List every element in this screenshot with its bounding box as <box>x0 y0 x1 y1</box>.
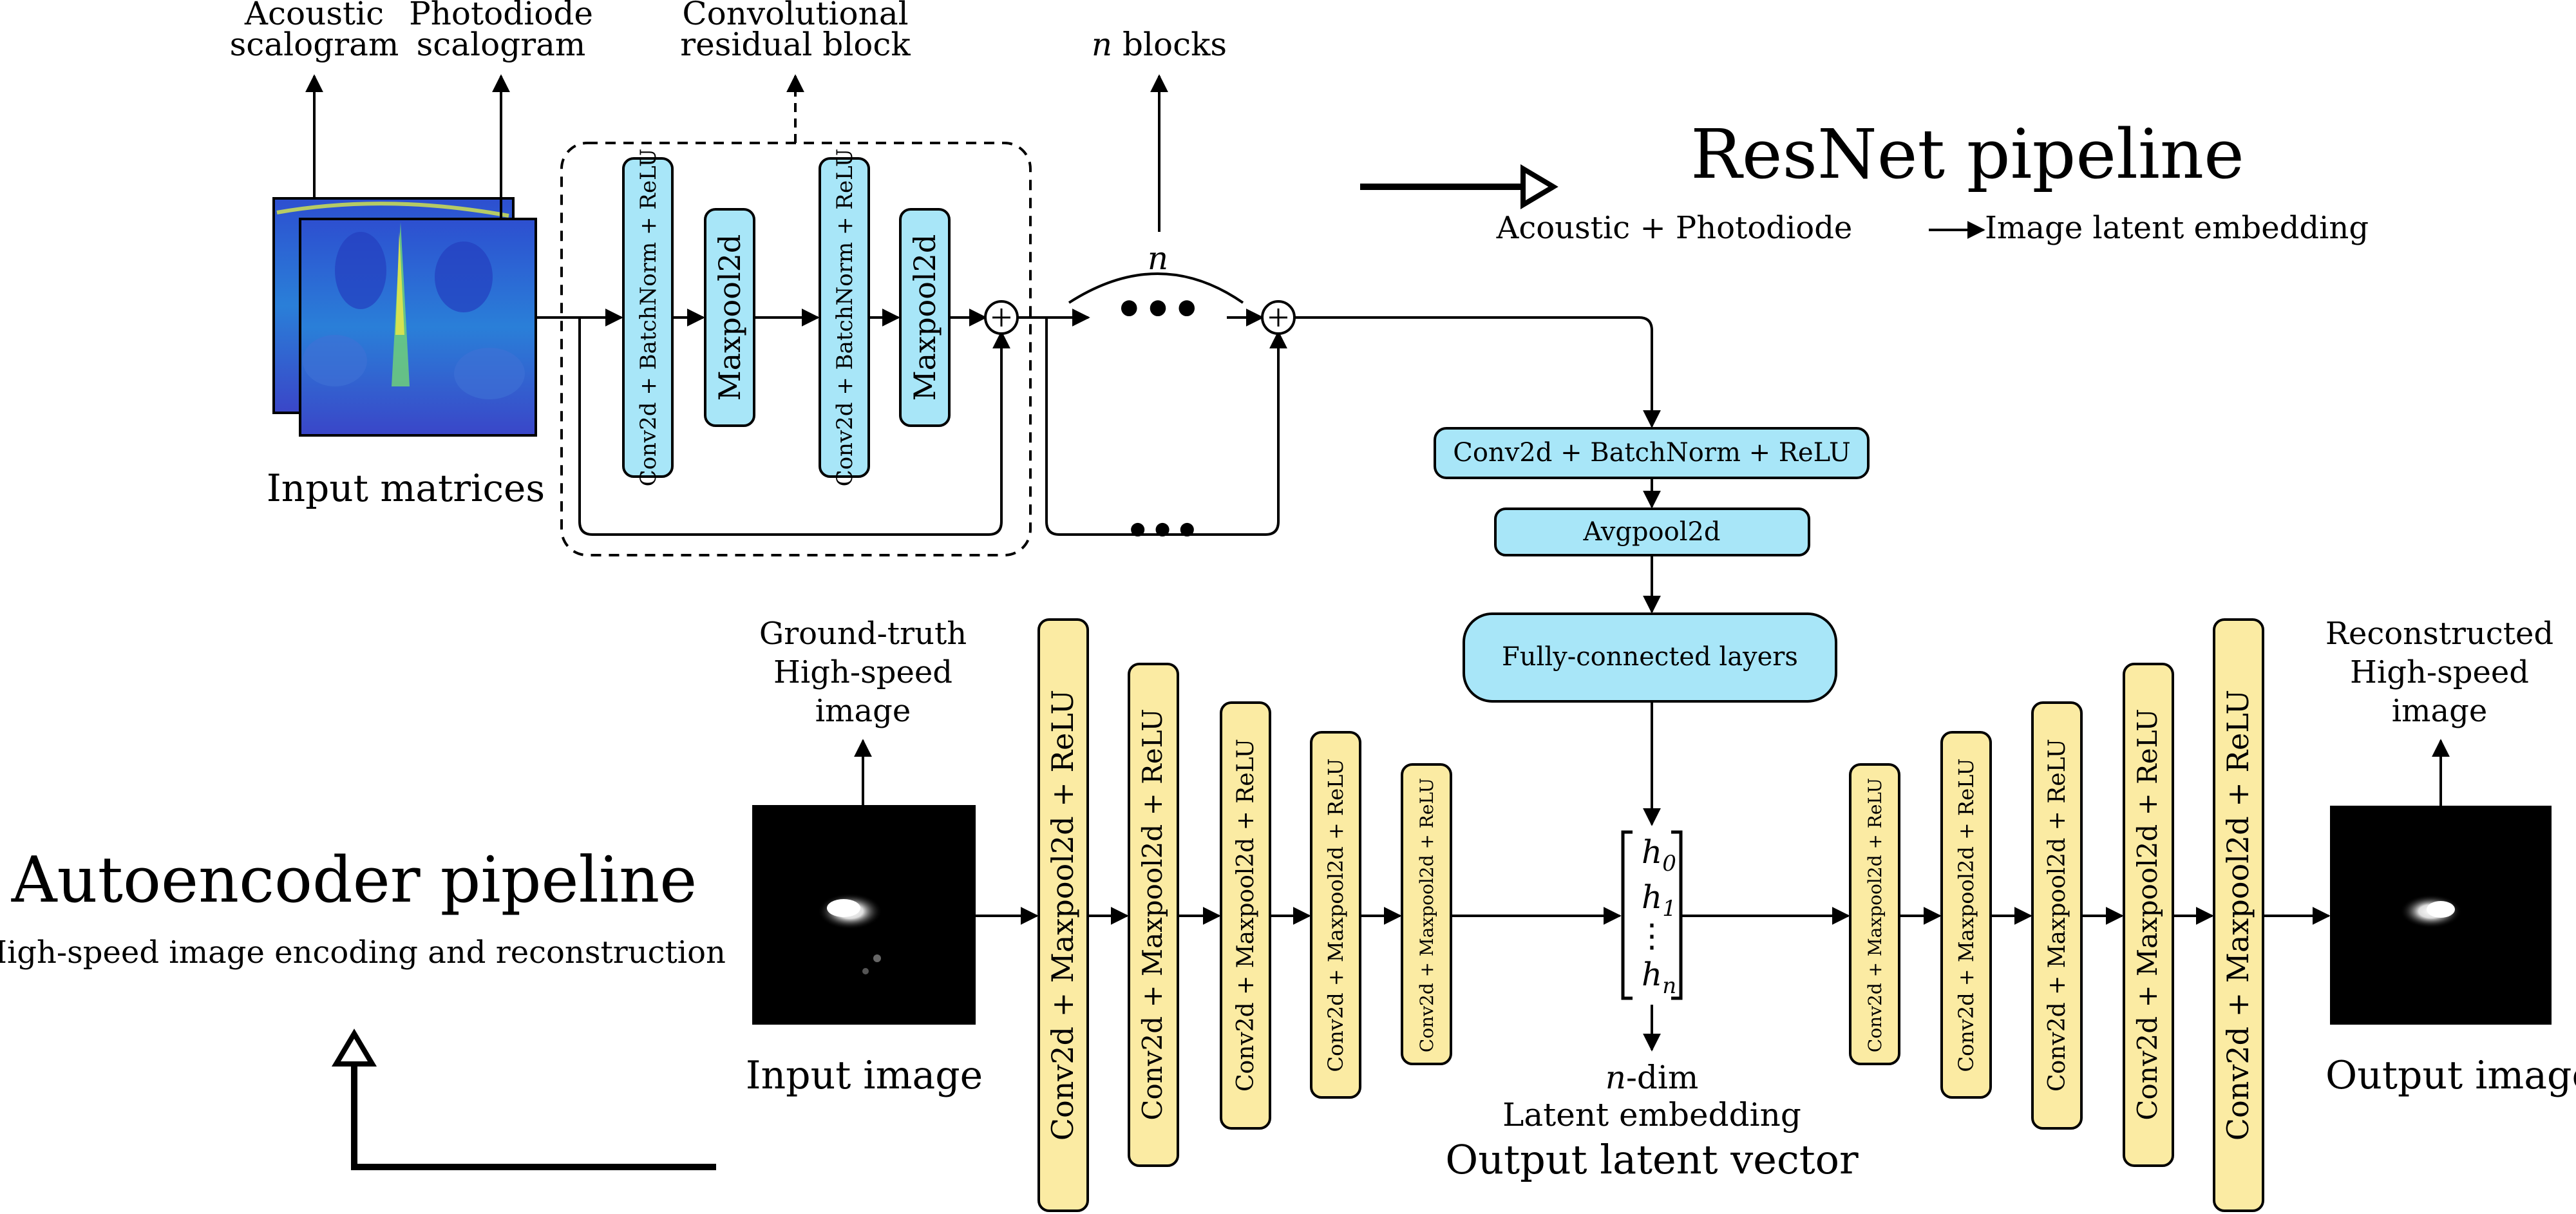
resnet-block-3-label: Conv2d + BatchNorm + ReLU <box>832 149 858 487</box>
acoustic-label-line2: scalogram <box>230 26 399 63</box>
decoder-layer-5: Conv2d + Maxpool2d + ReLU <box>2213 618 2264 1212</box>
latent-dots: ⋮ <box>1636 917 1668 954</box>
n-blocks-arc <box>1068 272 1244 304</box>
head-conv-label: Conv2d + BatchNorm + ReLU <box>1453 438 1850 468</box>
photodiode-scalogram-image <box>299 218 537 437</box>
autoencoder-title: Autoencoder pipeline <box>11 844 697 917</box>
encoder-layer-3: Conv2d + Maxpool2d + ReLU <box>1220 701 1271 1130</box>
decoder-layer-2-label: Conv2d + Maxpool2d + ReLU <box>1954 758 1978 1072</box>
output-image <box>2330 806 2552 1025</box>
gt-label-line2: High-speed <box>773 654 952 690</box>
gt-label-line1: Ground-truth <box>759 616 967 652</box>
n-blocks-ellipsis: ••• <box>1115 283 1201 336</box>
encoder-layer-1-label: Conv2d + Maxpool2d + ReLU <box>1045 690 1080 1141</box>
resnet-subtitle-right: Image latent embedding <box>1985 210 2369 246</box>
residual-label-line2: residual block <box>680 26 911 63</box>
gt-label-line3: image <box>815 693 911 729</box>
residual-skip-connection <box>578 318 1010 536</box>
resnet-maxpool-block-2: Maxpool2d <box>899 208 951 427</box>
rec-label-line3: image <box>2392 693 2488 729</box>
autoencoder-subtitle: High-speed image encoding and reconstruc… <box>0 934 726 971</box>
resnet-maxpool-block-1: Maxpool2d <box>704 208 755 427</box>
encoder-layer-4: Conv2d + Maxpool2d + ReLU <box>1310 731 1361 1099</box>
output-image-label: Output image <box>2325 1053 2576 1098</box>
residual-label-line1: Convolutional <box>682 0 908 32</box>
encoder-layer-3-label: Conv2d + Maxpool2d + ReLU <box>1233 739 1259 1092</box>
encoder-layer-4-label: Conv2d + Maxpool2d + ReLU <box>1323 758 1348 1072</box>
decoder-layer-5-label: Conv2d + Maxpool2d + ReLU <box>2221 690 2255 1141</box>
resnet-title: ResNet pipeline <box>1690 115 2244 194</box>
photodiode-label-line2: scalogram <box>417 26 586 63</box>
encoder-layer-1: Conv2d + Maxpool2d + ReLU <box>1037 618 1089 1212</box>
decoder-layer-2: Conv2d + Maxpool2d + ReLU <box>1940 731 1992 1099</box>
resnet-head-fc: Fully-connected layers <box>1463 612 1837 703</box>
latent-dim-label: n-dim <box>1605 1059 1699 1096</box>
resnet-head-avgpool: Avgpool2d <box>1494 507 1810 556</box>
input-matrices-label: Input matrices <box>267 466 545 510</box>
decoder-layer-3: Conv2d + Maxpool2d + ReLU <box>2031 701 2083 1130</box>
latent-h0: h0 <box>1642 833 1676 877</box>
decoder-layer-4-label: Conv2d + Maxpool2d + ReLU <box>2132 708 2163 1120</box>
acoustic-label-line1: Acoustic <box>244 0 384 32</box>
photodiode-label-line1: Photodiode <box>409 0 593 32</box>
encoder-layer-2-label: Conv2d + Maxpool2d + ReLU <box>1137 708 1168 1120</box>
n-arc-label: n <box>1148 240 1168 277</box>
n-blocks-label: n blocks <box>1092 26 1227 63</box>
encoder-layer-2: Conv2d + Maxpool2d + ReLU <box>1128 663 1179 1167</box>
resnet-block-2-label: Maxpool2d <box>712 234 747 401</box>
rec-label-line2: High-speed <box>2350 654 2529 690</box>
resnet-conv-block-1: Conv2d + BatchNorm + ReLU <box>622 149 674 487</box>
decoder-layer-3-label: Conv2d + Maxpool2d + ReLU <box>2044 739 2070 1092</box>
resnet-pipeline-arrow-head <box>1520 164 1558 210</box>
flow-sum2-to-head <box>1294 316 1661 428</box>
rec-label-line1: Reconstructed <box>2325 616 2553 652</box>
input-image-label: Input image <box>746 1053 983 1098</box>
latent-vector: h0 h1 ⋮ hn <box>1621 830 1683 1000</box>
resnet-conv-block-2: Conv2d + BatchNorm + ReLU <box>819 149 870 487</box>
residual-sum-node-2 <box>1261 300 1296 335</box>
latent-h1: h1 <box>1642 878 1676 922</box>
head-fc-label: Fully-connected layers <box>1502 642 1798 672</box>
resnet-subtitle-left: Acoustic + Photodiode <box>1496 210 1853 246</box>
input-image <box>752 805 976 1025</box>
encoder-layer-5: Conv2d + Maxpool2d + ReLU <box>1401 763 1452 1065</box>
decoder-layer-1-label: Conv2d + Maxpool2d + ReLU <box>1864 778 1886 1052</box>
decoder-layer-4: Conv2d + Maxpool2d + ReLU <box>2123 663 2174 1167</box>
autoencoder-pipeline-arrow-line <box>351 1056 716 1170</box>
resnet-block-1-label: Conv2d + BatchNorm + ReLU <box>636 149 661 487</box>
skip-ellipsis: ••• <box>1125 509 1199 554</box>
head-avgpool-label: Avgpool2d <box>1582 517 1720 547</box>
latent-embedding-label: Latent embedding <box>1502 1096 1801 1133</box>
encoder-layer-5-label: Conv2d + Maxpool2d + ReLU <box>1416 778 1437 1052</box>
outer-skip-connection <box>1045 318 1287 536</box>
output-latent-vector-title: Output latent vector <box>1445 1136 1859 1183</box>
resnet-block-4-label: Maxpool2d <box>907 234 942 401</box>
resnet-head-conv: Conv2d + BatchNorm + ReLU <box>1434 427 1870 479</box>
autoencoder-pipeline-arrow-head <box>331 1029 377 1067</box>
decoder-layer-1: Conv2d + Maxpool2d + ReLU <box>1849 763 1900 1065</box>
latent-hn: hn <box>1642 956 1676 999</box>
residual-sum-node-1 <box>984 300 1019 335</box>
